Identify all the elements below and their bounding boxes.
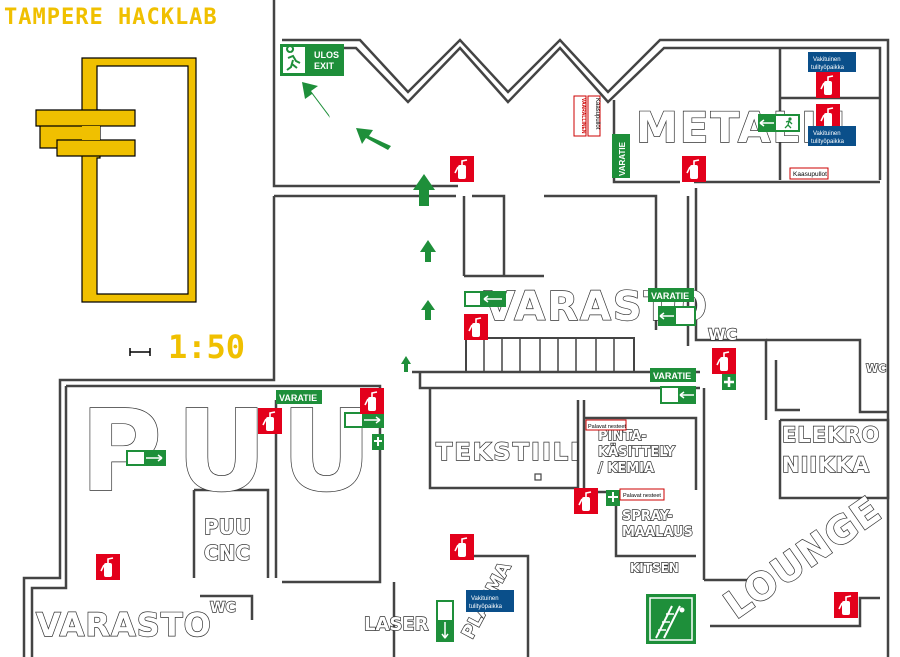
arrow-up-icon [413,174,435,206]
fire-extinguisher-icon [258,408,282,434]
fire-extinguisher-icon [712,348,736,374]
first-aid-icon [372,434,384,450]
room-lounge: LOUNGE [716,488,889,628]
svg-text:Palavat nesteet: Palavat nesteet [623,493,661,499]
room-puu: PUU [80,387,386,517]
room-tekstiili: TEKSTIILI [436,438,581,466]
varatie-sign-corridor: VARATIE [650,368,696,382]
exit-arrow-left-sign [660,386,696,404]
arrow-up-icon [401,356,411,372]
arrow-up-left-icon [356,128,391,150]
varatie-sign-puu: VARATIE [276,390,322,404]
fire-extinguisher-icon [834,592,858,618]
svg-text:Vakituinen: Vakituinen [813,57,841,63]
room-elekro-line1: ELEKRO [782,423,880,447]
running-man-icon [286,45,301,71]
arrow-down-icon [441,622,449,639]
svg-text:tulityöpaikka: tulityöpaikka [811,139,845,145]
exit-label-ulos: ULOS [314,50,339,60]
arrow-up-icon [421,300,435,320]
svg-text:VARATIE: VARATIE [651,291,689,301]
room-wc-center: WC [708,325,737,344]
fire-extinguisher-icon [450,534,474,560]
varatie-sign-metalli: VARATIE [612,134,630,178]
scale-label: 1:50 [168,328,245,366]
exit-arrow-left-sign [658,306,696,326]
room-spray-line2: MAALAUS [622,525,693,540]
flammable-liquids-label: Palavat nesteet [619,488,665,501]
svg-text:Kaasupullot: Kaasupullot [793,171,827,178]
fire-extinguisher-icon [464,314,488,340]
svg-text:VARATIE: VARATIE [653,371,691,381]
room-spray-line1: SPRAY- [622,509,673,524]
room-varasto-bottom: VARASTO [36,606,212,644]
room-elekro-line2: NIIKKA [782,453,870,477]
arrow-left-icon [679,391,694,399]
room-kitsen: KITSEN [630,561,679,575]
exit-label-exit: EXIT [314,61,335,71]
room-wc-right: WC [866,362,886,375]
svg-text:Kaasupullot: Kaasupullot [594,98,600,130]
fire-extinguisher-icon [574,488,598,514]
exit-running-man-signs [126,114,800,642]
hacklab-logo [35,57,197,303]
arrow-up-icon [420,240,436,262]
fire-extinguisher-icon [816,104,840,130]
room-pinta-line1: PINTA- [598,429,647,444]
svg-text:tulityöpaikka: tulityöpaikka [811,65,845,71]
svg-text:VARATIE: VARATIE [279,393,317,403]
varatie-sign-center: VARATIE [648,288,694,302]
exit-arrow-left-sign [464,291,506,307]
evacuation-arrows [302,82,436,372]
fire-extinguisher-icon [360,388,384,414]
gas-cylinders-label: Kaasupullot [789,167,829,180]
gas-cylinders-label-vertical: Kaasupullot [587,95,601,137]
arrow-right-icon [146,454,163,462]
arrow-left-icon [483,295,502,303]
hot-work-station-badge: Vakituinen tulityöpaikka [808,52,856,72]
exit-arrow-left-sign [758,114,800,132]
room-wc-bottom: WC [210,600,236,616]
arrow-left-icon [659,312,674,320]
arrow-up-left-icon [302,82,330,118]
fire-extinguisher-icon [450,156,474,182]
svg-text:Vakituinen: Vakituinen [471,596,499,602]
room-pinta-line2: KÄSITTELY [598,444,676,460]
svg-text:VAARALLINEN: VAARALLINEN [580,98,586,134]
svg-text:Palavat nesteet: Palavat nesteet [588,424,626,430]
plan-title: TAMPERE HACKLAB [4,5,218,30]
running-man-icon [788,117,792,121]
exit-arrow-down-sign [436,600,454,642]
svg-text:tulityöpaikka: tulityöpaikka [469,604,503,610]
room-pinta-line3: / KEMIA [598,461,654,476]
marker-square [534,473,542,481]
svg-text:VARATIE: VARATIE [618,141,627,176]
hazard-label-vertical: VAARALLINEN [573,95,587,137]
first-aid-icon [722,374,736,390]
fire-extinguisher-icon [816,72,840,98]
fire-extinguisher-icon [682,156,706,182]
room-puu-cnc-line1: PUU [204,515,251,539]
exit-arrow-right-sign [344,412,384,428]
fire-extinguishers [96,72,858,618]
first-aid-icons [372,374,736,506]
room-laser: LASER [364,614,429,635]
fire-extinguisher-icon [96,554,120,580]
scale-bar [129,348,151,356]
flammable-liquids-label: Palavat nesteet [585,419,627,431]
arrow-right-icon [364,416,381,424]
exit-sign: ULOS EXIT [280,44,344,76]
hot-work-station-badge: Vakituinen tulityöpaikka [808,126,856,146]
svg-text:Vakituinen: Vakituinen [813,131,841,137]
room-puu-cnc-line2: CNC [204,541,250,565]
arrow-left-icon [759,119,774,127]
exit-arrow-right-sign [126,450,166,466]
first-aid-icon [606,490,620,506]
emergency-ladder-exit-icon [646,594,696,644]
hot-work-station-badge: Vakituinen tulityöpaikka [466,590,514,612]
